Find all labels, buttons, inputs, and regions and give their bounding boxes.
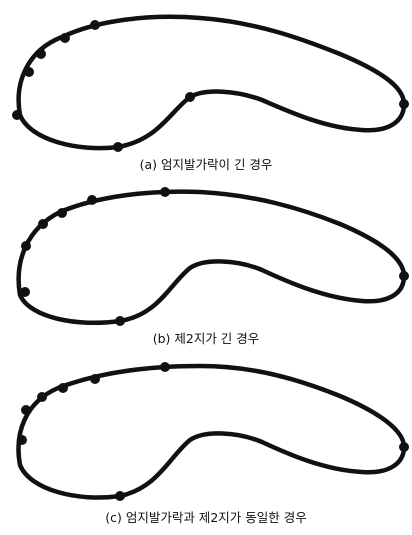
landmark-point [90, 374, 100, 384]
landmarks-b [20, 187, 409, 326]
landmark-point [24, 67, 34, 77]
landmark-point [60, 33, 70, 43]
panel-a: (a) 엄지발가락이 긴 경우 [12, 14, 409, 172]
landmark-heel [17, 435, 27, 445]
caption-b: (b) 제2지가 긴 경우 [153, 331, 260, 346]
landmarks-a [12, 20, 409, 152]
landmark-toe-tip [399, 99, 409, 109]
landmark-point [38, 219, 48, 229]
landmark-heel [12, 110, 22, 120]
landmark-heel [20, 287, 30, 297]
caption-a: (a) 엄지발가락이 긴 경우 [140, 157, 273, 172]
foot-outline-c [16, 363, 407, 500]
landmark-point [90, 20, 100, 30]
landmark-inner [115, 491, 125, 501]
landmark-point [160, 362, 170, 372]
landmark-toe-tip [399, 271, 409, 281]
landmark-inner [113, 142, 123, 152]
landmark-point [37, 392, 47, 402]
landmark-inner [115, 316, 125, 326]
landmarks-c [17, 362, 409, 501]
landmark-toe-tip [399, 442, 409, 452]
panel-c: (c) 엄지발가락과 제2지가 동일한 경우 [16, 362, 409, 525]
landmark-point [160, 187, 170, 197]
landmark-point [36, 49, 46, 59]
panel-b: (b) 제2지가 긴 경우 [16, 187, 409, 346]
landmark-point [58, 383, 68, 393]
landmark-arch [185, 92, 195, 102]
landmark-point [21, 405, 31, 415]
foot-outline-b [16, 189, 407, 326]
caption-c: (c) 엄지발가락과 제2지가 동일한 경우 [105, 510, 306, 525]
landmark-point [87, 195, 97, 205]
landmark-point [21, 241, 31, 251]
foot-outline-a [16, 14, 407, 151]
landmark-point [57, 208, 67, 218]
